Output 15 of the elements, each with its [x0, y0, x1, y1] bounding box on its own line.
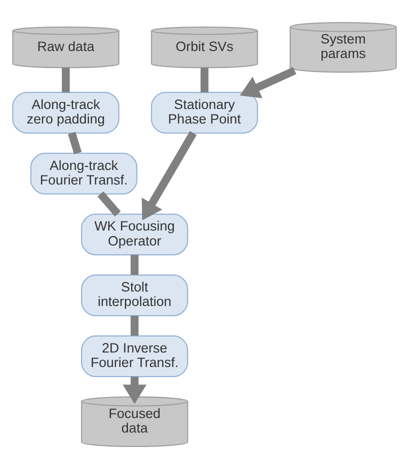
arrow	[240, 66, 296, 98]
connector	[62, 68, 70, 92]
node-box: Along-track zero padding	[12, 92, 120, 134]
node-box: 2D Inverse Fourier Transf.	[81, 335, 188, 378]
connector	[200, 68, 208, 92]
node-box: WK Focusing Operator	[81, 214, 188, 256]
connector	[130, 254, 139, 275]
connector	[68, 132, 82, 154]
arrow	[142, 131, 197, 220]
node-box: Along-track Fourier Transf.	[30, 152, 138, 194]
node-box: Stolt interpolation	[81, 274, 188, 316]
connector	[130, 316, 139, 336]
arrow	[122, 376, 146, 404]
node-box: Stationary Phase Point	[150, 92, 258, 134]
connector	[97, 191, 121, 217]
